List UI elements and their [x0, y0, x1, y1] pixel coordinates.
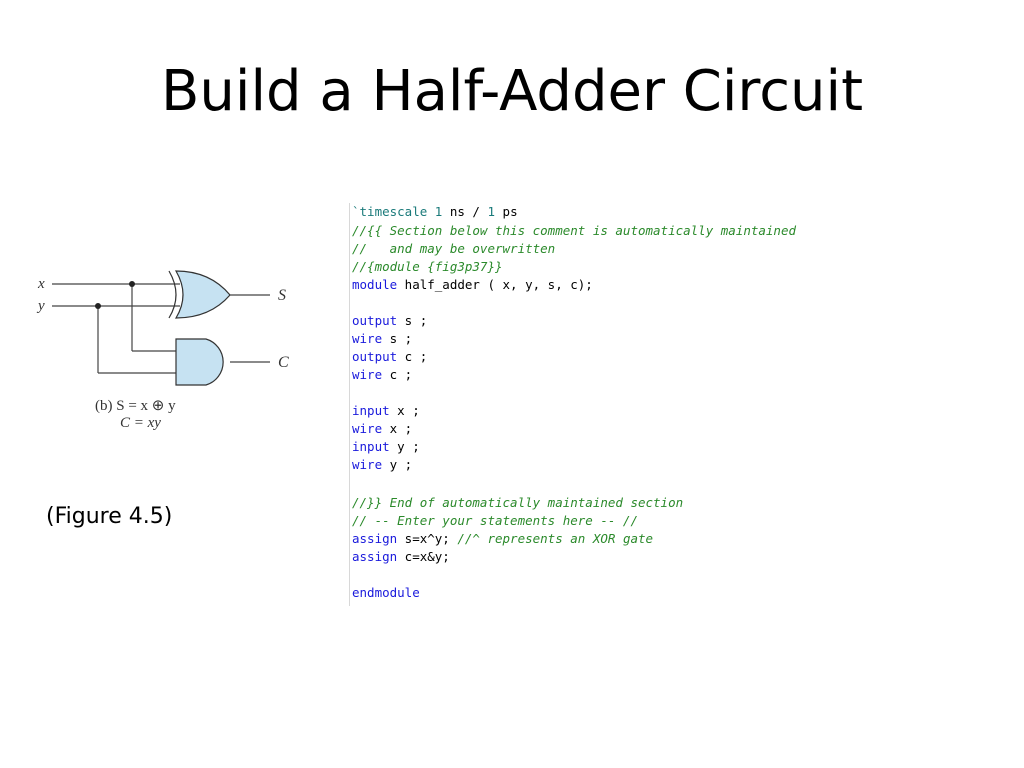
- label-c: C: [278, 354, 289, 371]
- code-line-9: output c ;: [352, 349, 428, 364]
- code-line-12: input x ;: [352, 403, 420, 418]
- code-line-1: `timescale 1 ns / 1 ps: [352, 204, 518, 219]
- code-line-14: input y ;: [352, 439, 420, 454]
- xor-gate: [174, 270, 231, 319]
- slide-title: Build a Half-Adder Circuit: [160, 59, 864, 124]
- code-line-15: wire y ;: [352, 457, 413, 472]
- label-x: x: [37, 276, 45, 292]
- figure-caption: (Figure 4.5): [46, 504, 173, 529]
- code-line-3: // and may be overwritten: [352, 241, 556, 256]
- code-line-5: module half_adder ( x, y, s, c);: [352, 277, 593, 292]
- junction-y: [95, 303, 101, 309]
- xor-gate-back-curve: [168, 270, 177, 319]
- code-line-8: wire s ;: [352, 331, 413, 346]
- circuit-caption-line2: C = xy: [120, 415, 161, 431]
- code-line-19: assign s=x^y; //^ represents an XOR gate: [352, 531, 654, 546]
- junction-x: [129, 281, 135, 287]
- verilog-code-panel: `timescale 1 ns / 1 ps //{{ Section belo…: [349, 203, 870, 606]
- code-line-2: //{{ Section below this comment is autom…: [352, 223, 797, 238]
- code-line-17: //}} End of automatically maintained sec…: [352, 495, 684, 510]
- code-line-4: //{module {fig3p37}}: [352, 259, 503, 274]
- label-s: S: [278, 287, 286, 304]
- label-y: y: [36, 298, 45, 314]
- half-adder-circuit-diagram: x y S C (b) S = x ⊕ y C = xy: [36, 270, 289, 431]
- code-line-10: wire c ;: [352, 367, 413, 382]
- circuit-caption-line1: (b) S = x ⊕ y: [95, 398, 176, 414]
- and-gate: [175, 338, 224, 386]
- code-line-20: assign c=x&y;: [352, 549, 450, 564]
- code-line-22: endmodule: [352, 585, 420, 600]
- code-line-18: // -- Enter your statements here -- //: [352, 513, 638, 528]
- code-line-13: wire x ;: [352, 421, 413, 436]
- code-line-7: output s ;: [352, 313, 428, 328]
